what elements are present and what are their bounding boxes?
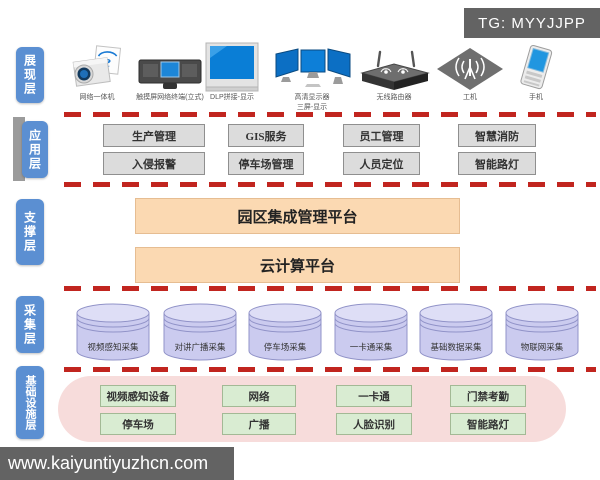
device-label: 触摸屏网络终端(立式) [136, 94, 204, 101]
device-label: 高清显示器 [294, 94, 330, 101]
layer-label-infrastructure: 基础设施层 [16, 366, 44, 439]
touch-terminal-icon [128, 42, 212, 92]
facility-box-onecard: 一卡通 [336, 385, 412, 407]
layer-label-support: 支撑层 [16, 199, 44, 265]
facility-box-parking: 停车场 [100, 413, 176, 435]
facility-box-lamp: 智能路灯 [450, 413, 526, 435]
db-cylinder-basedata: 基础数据采集 [419, 303, 493, 361]
app-box-smart-lamp: 智能路灯 [458, 152, 536, 175]
db-label: 物联网采集 [520, 342, 564, 352]
antenna-pad-icon [428, 42, 512, 92]
device-label-line2: 三屏-显示 [296, 104, 328, 111]
dlp-screen-icon [190, 42, 274, 92]
device-phone: 手机 [494, 42, 578, 102]
database-icon [76, 303, 150, 361]
database-icon [163, 303, 237, 361]
database-icon [248, 303, 322, 361]
database-icon [419, 303, 493, 361]
device-triple-display: 高清显示器 三屏-显示 [270, 42, 354, 112]
platform-box-cloud: 云计算平台 [135, 247, 460, 283]
device-touch-terminal: 触摸屏网络终端(立式) [128, 42, 212, 102]
dashed-separator-4 [64, 367, 596, 372]
device-label: 手机 [529, 94, 543, 101]
app-box-parking-mgmt: 停车场管理 [228, 152, 304, 175]
facility-box-access: 门禁考勤 [450, 385, 526, 407]
db-cylinder-parking: 停车场采集 [248, 303, 322, 361]
db-cylinder-intercom: 对讲广播采集 [163, 303, 237, 361]
watermark-bottom: www.kaiyuntiyuzhcn.com [0, 447, 234, 480]
app-box-staff: 员工管理 [343, 124, 420, 147]
app-box-gis: GIS服务 [228, 124, 304, 147]
device-label: DLP拼接-显示 [210, 94, 254, 101]
wireless-router-icon [352, 42, 436, 92]
facility-box-network: 网络 [222, 385, 296, 407]
platform-box-integrated-mgmt: 园区集成管理平台 [135, 198, 460, 234]
app-box-production: 生产管理 [103, 124, 205, 147]
db-label: 视频感知采集 [87, 342, 139, 352]
facility-box-face: 人脸识别 [336, 413, 412, 435]
dashed-separator-2 [64, 182, 596, 187]
layer-label-collection: 采集层 [16, 296, 44, 353]
device-antenna-pad: 工机 [428, 42, 512, 102]
dashed-separator-1 [64, 112, 596, 117]
watermark-top: TG: MYYJJPP [464, 8, 600, 38]
layer-label-presentation: 展现层 [16, 47, 44, 103]
facility-box-video-device: 视频感知设备 [100, 385, 176, 407]
device-dlp-screen: DLP拼接-显示 [190, 42, 274, 102]
device-label: 无线路由器 [376, 94, 412, 101]
db-label: 一卡通采集 [349, 342, 393, 352]
layer-label-application: 应用层 [22, 121, 48, 178]
db-cylinder-video: 视频感知采集 [76, 303, 150, 361]
db-cylinder-iot: 物联网采集 [505, 303, 579, 361]
db-label: 基础数据采集 [430, 342, 482, 352]
web-all-in-one-icon: e [55, 42, 139, 92]
device-web-all-in-one: e 网络一体机 [55, 42, 139, 102]
db-cylinder-onecard: 一卡通采集 [334, 303, 408, 361]
database-icon [334, 303, 408, 361]
triple-display-icon [270, 42, 354, 92]
app-box-intrusion: 入侵报警 [103, 152, 205, 175]
db-label: 对讲广播采集 [174, 342, 226, 352]
device-label: 工机 [463, 94, 477, 101]
dashed-separator-3 [64, 286, 596, 291]
device-wireless-router: 无线路由器 [352, 42, 436, 102]
phone-icon [494, 42, 578, 92]
db-label: 停车场采集 [263, 342, 307, 352]
app-box-positioning: 人员定位 [343, 152, 420, 175]
facility-box-broadcast: 广播 [222, 413, 296, 435]
database-icon [505, 303, 579, 361]
app-box-fire: 智慧消防 [458, 124, 536, 147]
device-label: 网络一体机 [79, 94, 115, 101]
